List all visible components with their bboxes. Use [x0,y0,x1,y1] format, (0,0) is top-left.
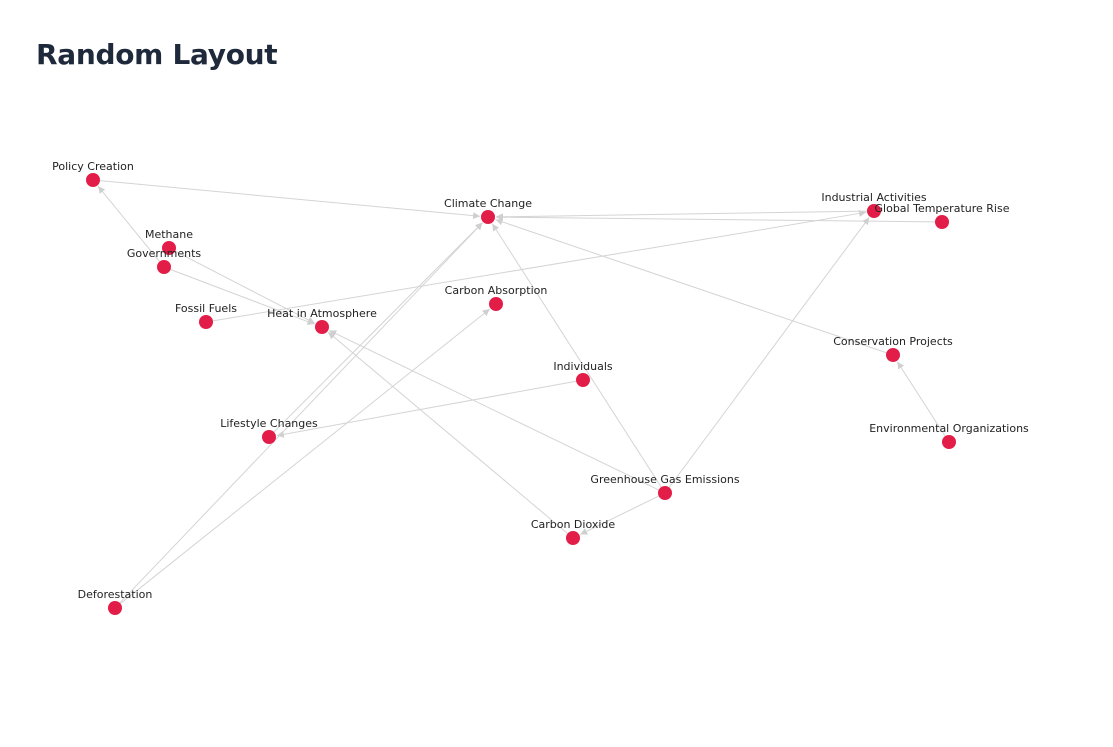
node-circle[interactable] [86,173,100,187]
node-circle[interactable] [658,486,672,500]
node-label: Industrial Activities [821,191,927,204]
node-circle[interactable] [157,260,171,274]
node-circle[interactable] [489,297,503,311]
node-label: Greenhouse Gas Emissions [590,473,739,486]
edge-greenhouse-gas-emissions-to-climate-change [491,223,662,488]
node-governments[interactable]: Governments [127,247,202,274]
edge-environmental-organizations-to-conservation-projects [896,361,946,437]
node-label: Lifestyle Changes [220,417,318,430]
page-title: Random Layout [36,38,278,71]
node-circle[interactable] [108,601,122,615]
node-deforestation[interactable]: Deforestation [78,588,153,615]
node-carbon-absorption[interactable]: Carbon Absorption [445,284,548,311]
node-label: Methane [145,228,193,241]
node-carbon-dioxide[interactable]: Carbon Dioxide [531,518,616,545]
node-circle[interactable] [566,531,580,545]
edge-industrial-activities-to-climate-change [495,210,868,221]
node-circle[interactable] [942,435,956,449]
edge-deforestation-to-carbon-absorption [120,308,491,605]
node-circle[interactable] [867,204,881,218]
node-circle[interactable] [162,241,176,255]
node-label: Deforestation [78,588,153,601]
node-circle[interactable] [481,210,495,224]
edges-layer [97,180,946,605]
node-label: Conservation Projects [833,335,953,348]
node-label: Carbon Absorption [445,284,548,297]
node-circle[interactable] [935,215,949,229]
node-label: Individuals [553,360,613,373]
node-fossil-fuels[interactable]: Fossil Fuels [175,302,237,329]
node-individuals[interactable]: Individuals [553,360,613,387]
edge-greenhouse-gas-emissions-to-carbon-dioxide [579,495,659,535]
edge-greenhouse-gas-emissions-to-heat-in-atmosphere [328,330,659,491]
edge-deforestation-to-climate-change [119,222,483,604]
node-methane[interactable]: Methane [145,228,193,255]
node-conservation-projects[interactable]: Conservation Projects [833,335,953,362]
node-circle[interactable] [576,373,590,387]
node-circle[interactable] [262,430,276,444]
node-policy-creation[interactable]: Policy Creation [52,160,134,187]
edge-global-temperature-rise-to-climate-change [495,213,936,223]
edge-individuals-to-lifestyle-changes [276,380,577,438]
node-lifestyle-changes[interactable]: Lifestyle Changes [220,417,318,444]
node-label: Climate Change [444,197,532,210]
edge-governments-to-policy-creation [97,185,160,262]
node-label: Global Temperature Rise [875,202,1010,215]
node-label: Environmental Organizations [869,422,1029,435]
edge-conservation-projects-to-climate-change [495,218,887,354]
node-heat-in-atmosphere[interactable]: Heat in Atmosphere [267,307,377,334]
edge-methane-to-heat-in-atmosphere [174,250,316,324]
edge-fossil-fuels-to-industrial-activities [212,210,867,322]
node-label: Policy Creation [52,160,134,173]
node-industrial-activities[interactable]: Industrial Activities [821,191,927,218]
edge-greenhouse-gas-emissions-to-industrial-activities [668,217,870,488]
node-circle[interactable] [199,315,213,329]
node-label: Heat in Atmosphere [267,307,377,320]
node-label: Carbon Dioxide [531,518,616,531]
edge-governments-to-heat-in-atmosphere [170,269,315,325]
node-label: Governments [127,247,202,260]
edge-carbon-dioxide-to-heat-in-atmosphere [327,331,568,534]
node-circle[interactable] [886,348,900,362]
node-greenhouse-gas-emissions[interactable]: Greenhouse Gas Emissions [590,473,740,500]
edge-lifestyle-changes-to-climate-change [273,222,483,433]
edge-policy-creation-to-climate-change [99,180,481,220]
node-circle[interactable] [315,320,329,334]
node-environmental-organizations[interactable]: Environmental Organizations [869,422,1029,449]
node-global-temperature-rise[interactable]: Global Temperature Rise [875,202,1010,229]
node-climate-change[interactable]: Climate Change [444,197,532,224]
node-label: Fossil Fuels [175,302,237,315]
